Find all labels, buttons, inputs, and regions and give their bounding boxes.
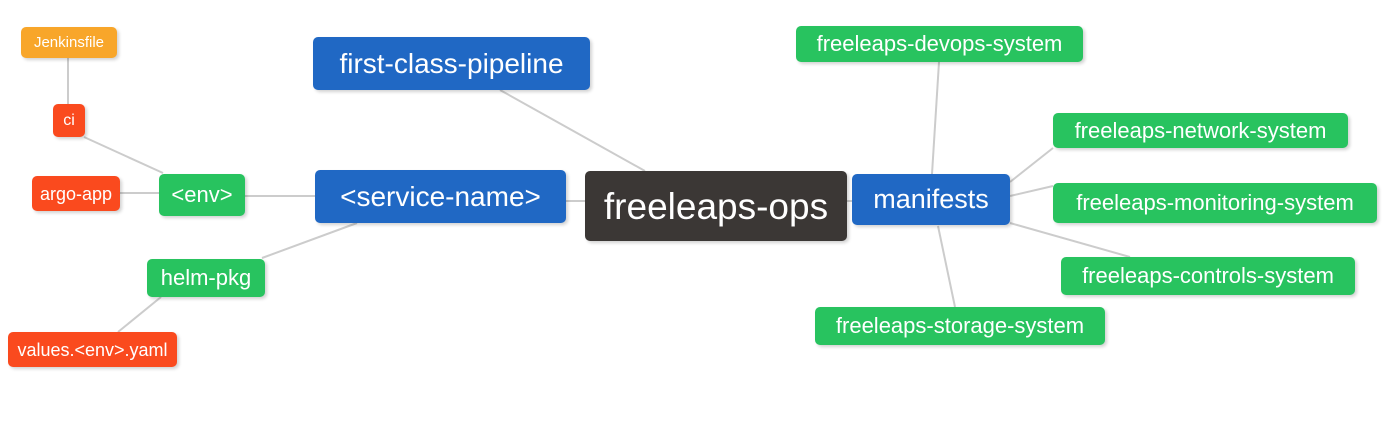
node-argo-app[interactable]: argo-app bbox=[32, 176, 120, 211]
edge-manifests-freeleaps-storage-system bbox=[937, 225, 956, 308]
node-freeleaps-storage-system[interactable]: freeleaps-storage-system bbox=[815, 307, 1105, 345]
edge-manifests-freeleaps-monitoring-system bbox=[1009, 185, 1054, 197]
edge-service-name-helm-pkg bbox=[261, 222, 358, 259]
edge-manifests-freeleaps-network-system bbox=[1009, 147, 1054, 183]
node-manifests[interactable]: manifests bbox=[852, 174, 1010, 225]
node-freeleaps-devops-system[interactable]: freeleaps-devops-system bbox=[796, 26, 1083, 62]
node-freeleaps-network-system[interactable]: freeleaps-network-system bbox=[1053, 113, 1348, 148]
node-values-env-yaml[interactable]: values.<env>.yaml bbox=[8, 332, 177, 367]
node-freeleaps-controls-system[interactable]: freeleaps-controls-system bbox=[1061, 257, 1355, 295]
node-freeleaps-monitoring-system[interactable]: freeleaps-monitoring-system bbox=[1053, 183, 1377, 223]
edge-first-class-pipeline-freeleaps-ops bbox=[499, 89, 646, 172]
node-service-name[interactable]: <service-name> bbox=[315, 170, 566, 223]
edge-ci-env bbox=[83, 136, 164, 174]
node-helm-pkg[interactable]: helm-pkg bbox=[147, 259, 265, 297]
node-ci[interactable]: ci bbox=[53, 104, 85, 137]
node-freeleaps-ops[interactable]: freeleaps-ops bbox=[585, 171, 847, 241]
node-jenkinsfile[interactable]: Jenkinsfile bbox=[21, 27, 117, 58]
edge-helm-pkg-values-env-yaml bbox=[117, 296, 162, 333]
node-env[interactable]: <env> bbox=[159, 174, 245, 216]
edge-manifests-freeleaps-controls-system bbox=[1009, 222, 1131, 258]
node-first-class-pipeline[interactable]: first-class-pipeline bbox=[313, 37, 590, 90]
edge-freeleaps-devops-system-manifests bbox=[931, 61, 940, 175]
